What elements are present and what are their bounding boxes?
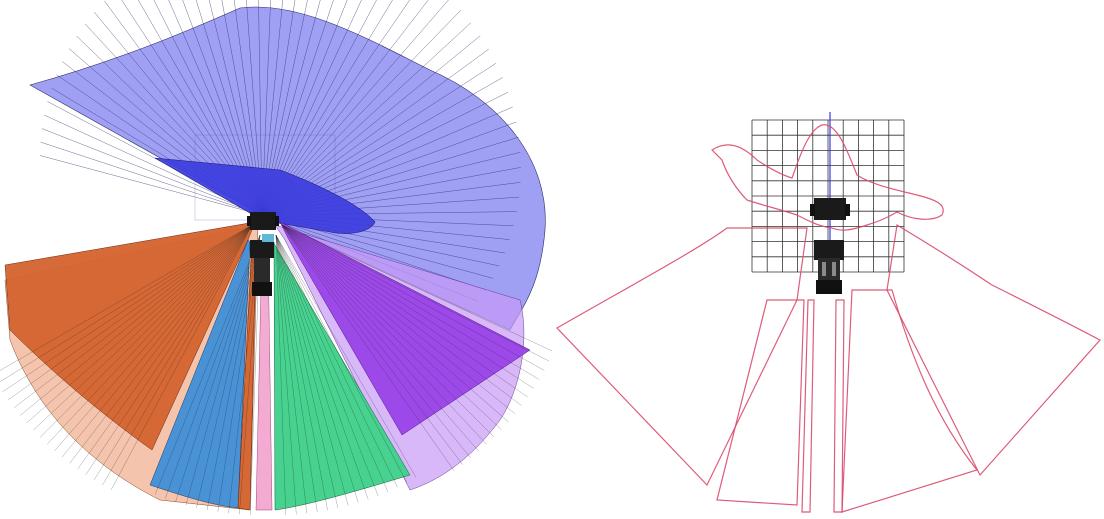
- fan-ray: [275, 234, 407, 483]
- fan-ray: [275, 234, 389, 492]
- purple-fan: [279, 221, 531, 436]
- fan-ray: [47, 224, 253, 445]
- fan-ray: [281, 224, 479, 452]
- fan-ray: [275, 234, 349, 506]
- fan-ray: [165, 234, 261, 499]
- green-fan: [271, 239, 411, 511]
- fan-ray: [20, 224, 253, 416]
- canopy-ray: [261, 0, 334, 216]
- fan-ray: [39, 224, 253, 438]
- fan-ray: [93, 224, 253, 481]
- fan-ray: [85, 224, 253, 475]
- fan-ray: [275, 234, 379, 496]
- fan-ray: [281, 224, 455, 471]
- fan-ray: [33, 224, 253, 431]
- fan-ray: [69, 224, 253, 464]
- robot-vehicle-right: [810, 198, 850, 294]
- fan-ray: [281, 224, 495, 438]
- fan-ray: [196, 234, 261, 508]
- fan-ray: [281, 224, 516, 414]
- grid: [751, 119, 905, 273]
- canopy-ray: [261, 0, 321, 216]
- fan-ray: [61, 224, 253, 458]
- right-visualization: [556, 112, 1101, 513]
- fan-ray: [281, 224, 463, 465]
- fan-ray: [275, 234, 318, 512]
- fan-ray: [206, 234, 261, 510]
- fan-ray: [281, 224, 487, 445]
- canopy-ray: [246, 0, 263, 216]
- fan-ray: [281, 224, 509, 422]
- fan-ray: [13, 224, 253, 408]
- fan-ray: [275, 234, 369, 500]
- fan-ray: [102, 224, 253, 486]
- fan-ray: [8, 224, 253, 400]
- fan-ray: [275, 234, 359, 503]
- fan-ray: [281, 224, 471, 459]
- red-boundary-outlines: [556, 124, 1101, 513]
- fan-ray: [281, 224, 522, 406]
- canopy-ray: [258, 0, 263, 216]
- fan-ray: [281, 224, 545, 371]
- orange-fan-left: [4, 221, 256, 451]
- fan-ray: [281, 224, 552, 352]
- fan-ray: [26, 224, 253, 424]
- canopy-ray: [39, 155, 263, 216]
- blue-canopy-fan: [29, 6, 546, 331]
- fan-ray: [0, 224, 253, 382]
- fan-ray: [77, 224, 253, 470]
- fan-ray: [275, 234, 328, 511]
- fan-ray: [281, 224, 502, 430]
- fan-ray: [110, 224, 253, 490]
- canopy-ray: [261, 0, 296, 216]
- canopy-ray: [261, 0, 271, 216]
- canopy-ray: [41, 128, 263, 216]
- fan-ray: [275, 234, 307, 514]
- fan-ray: [281, 224, 540, 380]
- fan-ray: [275, 234, 398, 488]
- fan-ray: [275, 234, 339, 509]
- robot-vehicle: [247, 212, 279, 296]
- canopy-ray: [261, 0, 283, 216]
- dark-blue-wedge: [154, 157, 376, 234]
- fan-ray: [275, 234, 286, 515]
- left-panel: [0, 0, 552, 515]
- fan-ray: [281, 224, 528, 398]
- canopy-ray: [261, 0, 308, 216]
- fan-ray: [2, 224, 253, 392]
- canopy-ray: [261, 214, 487, 291]
- fan-ray: [281, 224, 534, 389]
- left-visualization: [0, 0, 552, 515]
- fan-ray: [275, 234, 297, 515]
- fan-ray: [217, 234, 261, 512]
- fan-ray: [0, 224, 253, 371]
- fan-ray: [281, 224, 550, 362]
- fan-ray: [175, 234, 261, 503]
- canopy-ray: [40, 141, 263, 216]
- fan-ray: [54, 224, 253, 451]
- fan-ray: [185, 234, 261, 506]
- right-panel: [552, 0, 1104, 519]
- fan-ray: [275, 234, 417, 478]
- fan-ray: [154, 234, 261, 495]
